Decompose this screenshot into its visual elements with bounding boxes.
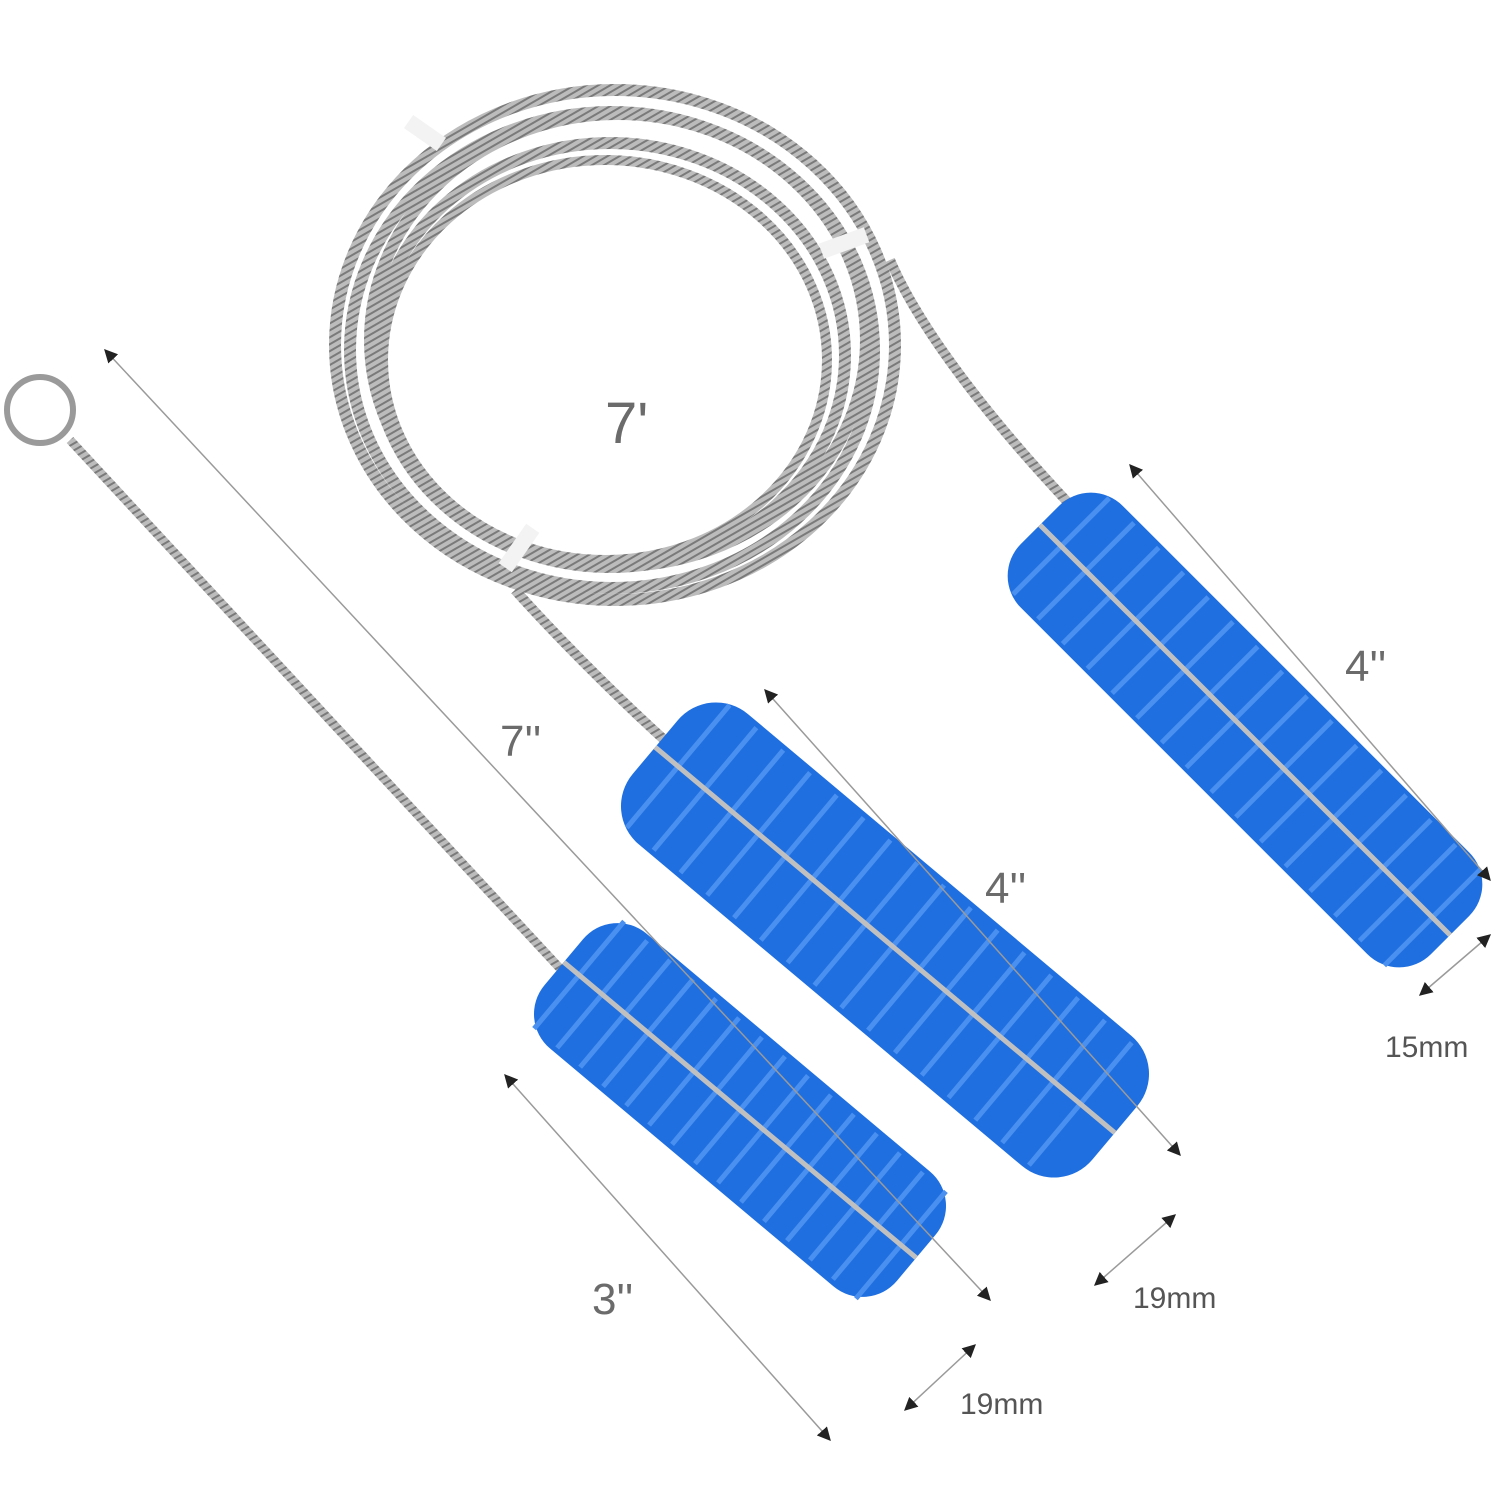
ring-handle (4, 374, 76, 446)
right-brush-bristles (1007, 492, 1483, 968)
short-brush-head-label: 3'' (592, 1275, 634, 1324)
dim-line-short-diameter (904, 1344, 976, 1411)
cable-length-label: 7' (605, 391, 649, 456)
right-brush-diameter-label: 15mm (1385, 1031, 1469, 1064)
twisted-wire-handle (66, 436, 584, 994)
dim-line-short-head (504, 1073, 831, 1442)
coiled-cable (329, 84, 1079, 749)
short-brush-total-label: 7'' (500, 717, 542, 766)
dim-line-middle-head (764, 688, 1181, 1157)
cable-tie (818, 227, 870, 259)
middle-brush-head-label: 4'' (985, 864, 1027, 913)
cable-tie (404, 114, 446, 152)
short-brush-diameter-label: 19mm (960, 1388, 1044, 1421)
dimension-lines (104, 349, 1492, 1442)
right-brush-head-label: 4'' (1345, 642, 1387, 691)
right-brush (1007, 492, 1483, 968)
dim-line-middle-diameter (1093, 1214, 1177, 1286)
middle-brush-diameter-label: 19mm (1133, 1282, 1217, 1315)
dim-line-right-head (1129, 463, 1491, 882)
dim-line-right-diameter (1418, 934, 1492, 996)
